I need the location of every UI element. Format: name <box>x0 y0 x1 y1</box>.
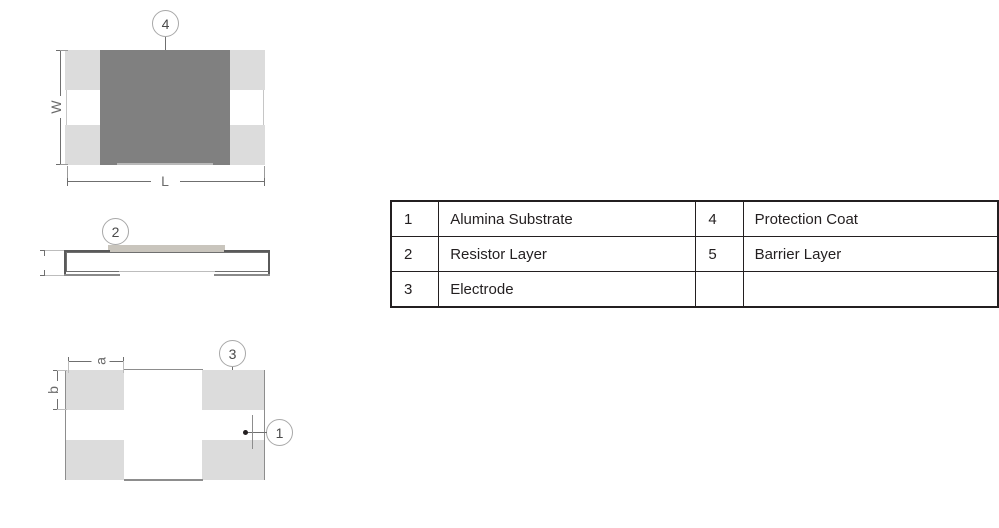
side-resistor-layer <box>108 245 225 252</box>
side-electrode-right-top <box>224 250 268 252</box>
callout-3-label: 3 <box>228 345 237 362</box>
legend-num-left: 1 <box>390 200 440 237</box>
side-electrode-left-top <box>66 250 110 252</box>
bottom-body-right-edge <box>264 370 265 480</box>
top-dim-l-ext-left <box>67 166 68 178</box>
legend-label-left: Alumina Substrate <box>438 200 697 237</box>
side-dim-thickness-tick-bottom <box>40 275 49 276</box>
callout-1-leader <box>245 432 267 433</box>
top-protection-coat <box>100 50 230 165</box>
side-dim-thickness-ext-top <box>45 250 64 251</box>
bottom-dim-b-label: b <box>44 381 62 399</box>
top-dim-l-tick-right <box>264 176 265 186</box>
callout-2-label: 2 <box>111 223 120 240</box>
component-layer-legend: 1 Alumina Substrate 4 Protection Coat 2 … <box>390 200 999 308</box>
side-dim-thickness-ext-bottom <box>45 275 64 276</box>
bottom-body-top-edge-mid <box>124 369 203 370</box>
bottom-dim-b-ext-top <box>57 370 67 371</box>
callout-4-label: 4 <box>161 15 170 32</box>
table-row: 2 Resistor Layer 5 Barrier Layer <box>390 236 999 272</box>
bottom-dim-b-ext-bottom <box>57 409 67 410</box>
legend-num-right <box>695 271 744 308</box>
side-substrate-body <box>66 252 270 272</box>
side-dim-thickness-label <box>27 256 47 270</box>
top-dim-l-ext-right <box>264 166 265 178</box>
top-dim-l-label: L <box>152 171 178 191</box>
legend-label-right: Barrier Layer <box>742 236 999 272</box>
side-electrode-right-edge <box>268 250 270 276</box>
bottom-pad-bottom-left <box>66 440 124 480</box>
bottom-pad-top-right <box>202 370 264 410</box>
bottom-dim-a-line-right <box>108 361 124 362</box>
bottom-body-left-edge <box>65 370 66 480</box>
top-inner-tick-left <box>66 90 67 125</box>
legend-num-right: 5 <box>695 236 744 272</box>
callout-1: 1 <box>266 419 293 446</box>
top-dim-l-tick-left <box>67 176 68 186</box>
top-dim-l-line-left <box>67 181 151 182</box>
legend-label-left: Electrode <box>438 271 697 308</box>
legend-label-right <box>742 271 999 308</box>
table-row: 3 Electrode <box>390 271 999 308</box>
top-dim-l-line-right <box>180 181 265 182</box>
bottom-dim-a-line-left <box>68 361 93 362</box>
bottom-pad-bottom-right <box>202 440 264 480</box>
legend-num-left: 3 <box>390 271 440 308</box>
legend-num-left: 2 <box>390 236 440 272</box>
legend-label-right: Protection Coat <box>742 200 999 237</box>
bottom-pad-top-left <box>66 370 124 410</box>
top-dim-w-ext-top <box>60 50 68 51</box>
table-row: 1 Alumina Substrate 4 Protection Coat <box>390 200 999 237</box>
top-dim-w-label: W <box>46 96 66 118</box>
side-electrode-left-bottom <box>64 274 120 276</box>
callout-1-label: 1 <box>275 424 284 441</box>
bottom-dim-a-ext-right <box>123 361 124 373</box>
side-electrode-right-bottom <box>214 274 270 276</box>
side-dim-thickness-tick-top <box>40 250 49 251</box>
top-body-bottom-edge <box>117 163 213 165</box>
side-electrode-left-edge <box>64 250 66 276</box>
top-inner-tick-right <box>263 90 264 125</box>
callout-1-leader-tick <box>252 415 253 449</box>
callout-3: 3 <box>219 340 246 367</box>
callout-2: 2 <box>102 218 129 245</box>
bottom-dim-a-ext-left <box>68 361 69 373</box>
legend-label-left: Resistor Layer <box>438 236 697 272</box>
bottom-body-bottom-edge-mid <box>124 479 203 481</box>
legend-num-right: 4 <box>695 200 744 237</box>
top-dim-w-ext-bottom <box>60 164 68 165</box>
bottom-dim-a-label: a <box>91 352 110 370</box>
legend-body: 1 Alumina Substrate 4 Protection Coat 2 … <box>390 200 999 308</box>
callout-1-leader-dot <box>243 430 248 435</box>
callout-4: 4 <box>152 10 179 37</box>
side-body-bottom-line <box>119 271 215 272</box>
